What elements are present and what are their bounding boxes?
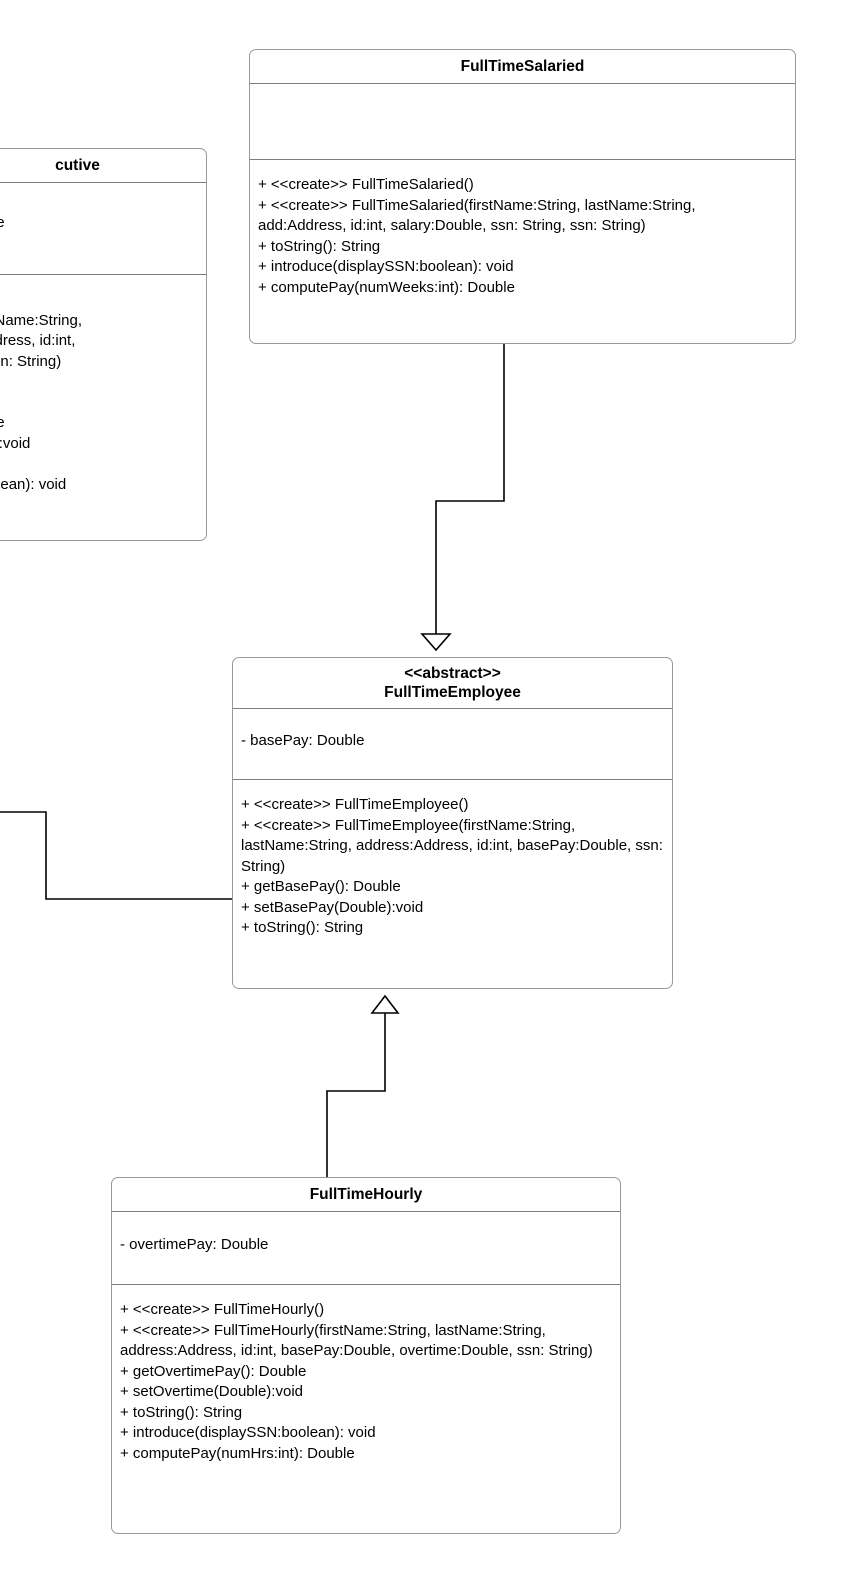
connector-hourly-to-employee: [326, 1012, 386, 1177]
class-name-full-time-employee: <<abstract>> FullTimeEmployee: [233, 658, 672, 709]
class-box-full-time-salaried[interactable]: FullTimeSalaried + <<create>> FullTimeSa…: [249, 49, 796, 344]
class-operations-full-time-salaried: + <<create>> FullTimeSalaried() + <<crea…: [258, 176, 696, 296]
class-operations-full-time-hourly: + <<create>> FullTimeHourly() + <<create…: [120, 1301, 593, 1462]
class-operations-executive: e() e(firstName:String, ss:Address, id:i…: [0, 311, 83, 493]
class-attributes-executive: Double: [0, 183, 206, 275]
generalization-arrowhead-up-employee: [370, 994, 400, 1014]
class-box-executive[interactable]: cutive Double e() e(firstName:String, ss…: [0, 148, 207, 541]
class-attributes-full-time-salaried: [250, 84, 795, 160]
connector-salaried-to-employee: [435, 344, 505, 635]
class-name-full-time-salaried: FullTimeSalaried: [250, 50, 795, 84]
connector-executive-to-employee: [0, 811, 232, 900]
class-name-full-time-hourly: FullTimeHourly: [112, 1178, 620, 1212]
class-operations-full-time-employee: + <<create>> FullTimeEmployee() + <<crea…: [241, 796, 663, 936]
class-attributes-full-time-employee: - basePay: Double: [233, 709, 672, 780]
class-box-full-time-employee[interactable]: <<abstract>> FullTimeEmployee - basePay:…: [232, 657, 673, 989]
class-box-full-time-hourly[interactable]: FullTimeHourly - overtimePay: Double + <…: [111, 1177, 621, 1534]
class-attributes-full-time-hourly: - overtimePay: Double: [112, 1212, 620, 1285]
class-name-executive: cutive: [0, 149, 206, 183]
generalization-arrowhead-down-employee: [420, 633, 452, 652]
